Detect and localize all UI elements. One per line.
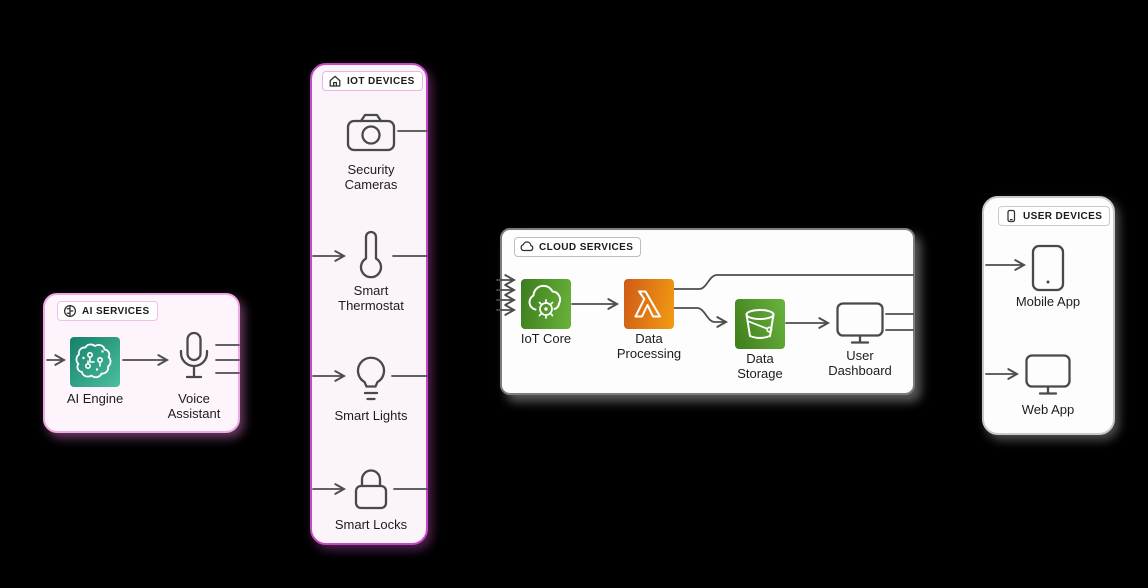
mobile-phone-icon (1007, 209, 1016, 223)
iot-core-glyph (528, 284, 562, 319)
lightbulb-icon (356, 356, 386, 401)
node-label-voice-assistant: Voice Assistant (167, 391, 221, 422)
group-title: AI SERVICES (82, 305, 150, 317)
cloud-services-connectors (496, 274, 914, 331)
aws-lambda-icon (624, 279, 674, 329)
node-label-security-cameras: Security Cameras (344, 162, 398, 193)
iot-devices-connectors (312, 130, 428, 495)
node-label-smart-locks: Smart Locks (334, 517, 408, 532)
ai-services-connectors (46, 344, 240, 374)
padlock-icon (354, 469, 388, 510)
bucket-glyph (745, 309, 775, 339)
thermometer-icon (359, 230, 383, 279)
group-ai-services: AI SERVICES AI Engine Voice Assistant (43, 293, 240, 433)
microphone-icon (179, 331, 209, 379)
node-label-ai-engine: AI Engine (66, 391, 124, 406)
lambda-glyph (634, 290, 661, 318)
camera-icon (346, 113, 396, 152)
brain-icon (63, 304, 77, 318)
user-devices-connectors (985, 259, 1026, 380)
house-icon (329, 75, 341, 87)
node-label-data-processing: Data Processing (616, 331, 682, 362)
iot-devices-group-label: IOT DEVICES (322, 71, 423, 91)
group-title: CLOUD SERVICES (539, 241, 634, 253)
group-user-devices: USER DEVICES Mobile App Web App (982, 196, 1115, 435)
node-label-web-app: Web App (1021, 402, 1075, 417)
cloud-icon (520, 241, 534, 252)
s3-bucket-icon (735, 299, 785, 349)
aws-iot-core-icon (521, 279, 571, 329)
user-devices-group-label: USER DEVICES (998, 206, 1111, 226)
node-label-smart-lights: Smart Lights (334, 408, 408, 423)
ai-engine-icon (70, 337, 120, 387)
node-label-user-dashboard: User Dashboard (828, 348, 892, 379)
group-title: USER DEVICES (1023, 210, 1103, 222)
node-label-mobile-app: Mobile App (1015, 294, 1081, 309)
monitor-icon (836, 302, 884, 344)
group-cloud-services: CLOUD SERVICES IoT Core Data Processing (496, 228, 915, 395)
node-label-iot-core: IoT Core (520, 331, 572, 346)
monitor-icon (1025, 354, 1071, 395)
group-title: IOT DEVICES (347, 75, 415, 87)
tablet-icon (1031, 244, 1065, 292)
node-label-smart-thermostat: Smart Thermostat (338, 283, 404, 314)
ai-services-group-label: AI SERVICES (57, 301, 158, 321)
group-iot-devices: IOT DEVICES Security Cameras Smart Therm… (310, 63, 428, 545)
cloud-services-group-label: CLOUD SERVICES (514, 237, 642, 257)
ai-brain-circuit-glyph (75, 343, 112, 379)
node-label-data-storage: Data Storage (737, 351, 783, 382)
